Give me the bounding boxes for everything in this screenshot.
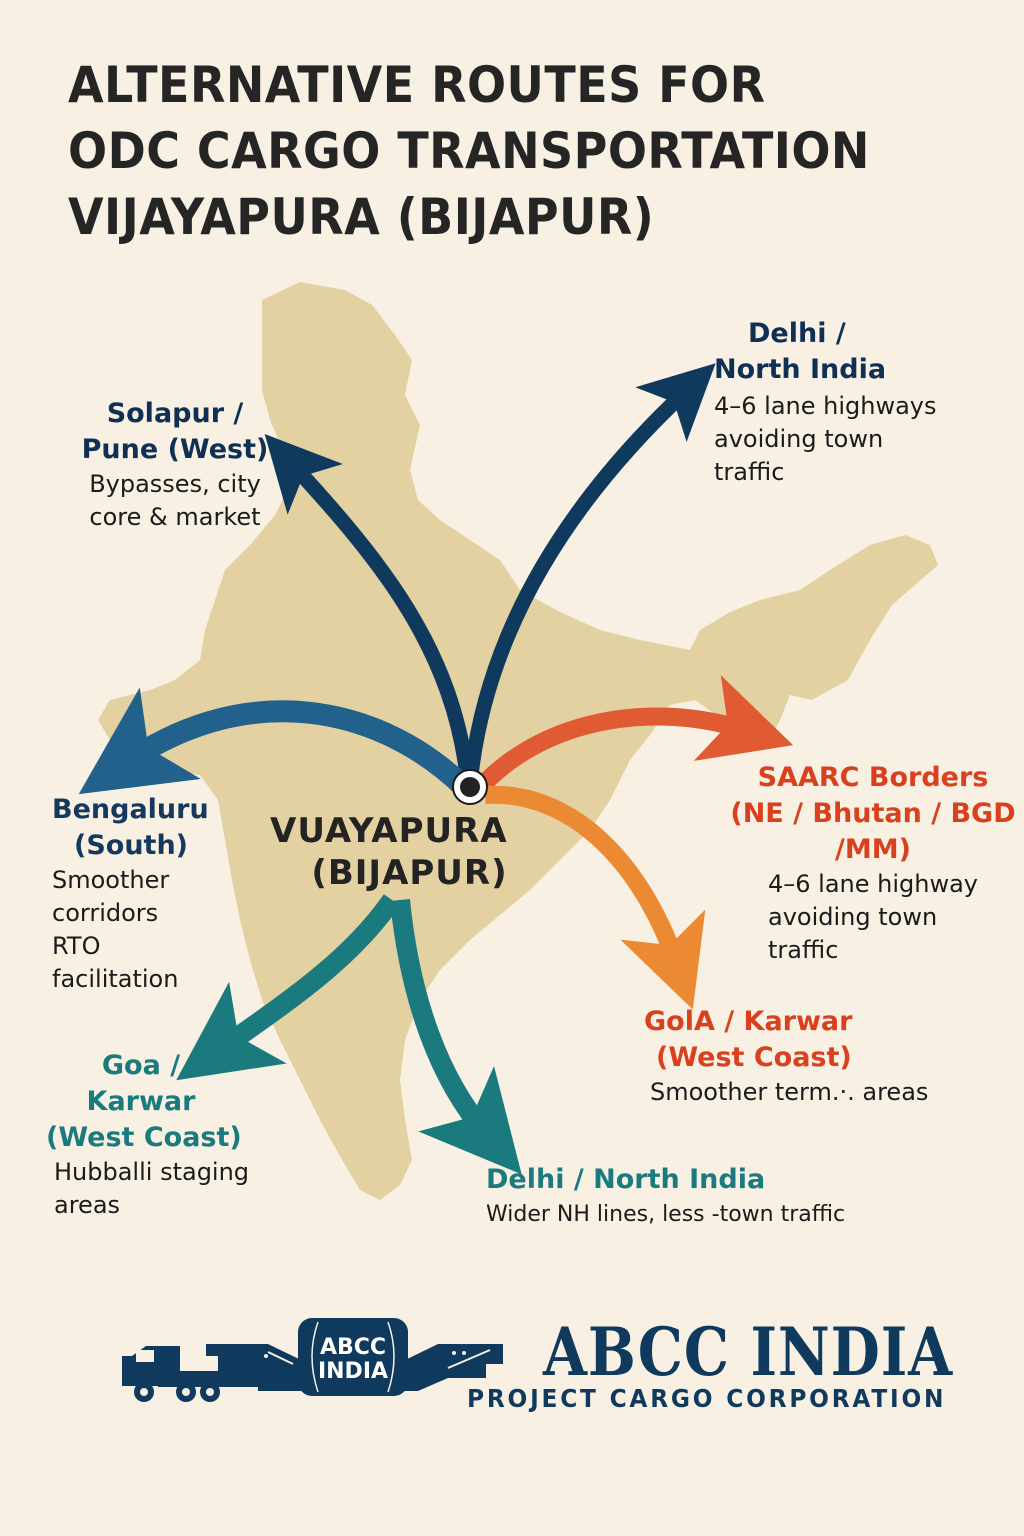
route-label-saarc: SAARC Borders (NE / Bhutan / BGD /MM) 4–…	[728, 760, 1018, 967]
route-desc: 4–6 lane highway	[768, 870, 979, 898]
route-title: North India	[714, 354, 887, 385]
route-desc: traffic	[714, 458, 785, 486]
title-line-3: VIJAYAPURA (BIJAPUR)	[68, 188, 655, 246]
route-title: Goa /	[101, 1050, 181, 1081]
hub-label: VUAYAPURA (BIJAPUR)	[270, 810, 508, 894]
title-line-1: ALTERNATIVE ROUTES FOR	[68, 56, 766, 114]
route-label-solapur-pune: Solapur / Pune (West) Bypasses, city cor…	[70, 396, 280, 534]
brand-name: ABCC INDIA	[543, 1313, 954, 1391]
route-title: SAARC Borders	[757, 762, 989, 793]
route-desc: Smoother	[52, 866, 170, 894]
route-arrow-solapur-pune	[264, 434, 476, 786]
route-title: (West Coast)	[656, 1042, 852, 1073]
route-label-delhi-north-bottom: Delhi / North India Wider NH lines, less…	[486, 1162, 845, 1231]
route-title: GolA / Karwar	[644, 1006, 853, 1037]
route-desc: avoiding town	[768, 903, 938, 931]
title-line-2: ODC CARGO TRANSPORTATION	[68, 122, 870, 180]
route-desc: areas	[54, 1191, 121, 1219]
route-title: Delhi /	[748, 318, 846, 349]
location-ring-icon	[452, 769, 488, 805]
route-arrow-goa-karwar	[176, 894, 401, 1081]
route-desc: Hubballi staging	[54, 1158, 250, 1186]
route-title: /MM)	[835, 834, 911, 865]
route-desc: corridors	[52, 899, 159, 927]
hub-name-line-1: VUAYAPURA	[270, 811, 508, 851]
route-desc: Smoother term.·. areas	[650, 1078, 929, 1106]
route-title: (NE / Bhutan / BGD	[730, 798, 1016, 829]
brand-tagline: PROJECT CARGO CORPORATION	[467, 1384, 947, 1413]
route-title: Solapur /	[106, 398, 244, 429]
heavy-haul-truck-icon: ABCC INDIA	[122, 1318, 503, 1402]
route-desc: traffic	[768, 936, 839, 964]
route-arrow-gola-karwar	[484, 785, 706, 1010]
route-arrow-delhi-north-bottom	[390, 899, 522, 1175]
route-title: Pune (West)	[81, 434, 269, 465]
route-title: (West Coast)	[46, 1122, 242, 1153]
route-title: Karwar	[86, 1086, 196, 1117]
route-desc: Wider NH lines, less -town traffic	[486, 1202, 846, 1227]
hub-name-line-2: (BIJAPUR)	[311, 853, 508, 893]
route-desc: Bypasses, city	[89, 470, 261, 498]
route-desc: facilitation	[52, 965, 179, 993]
route-arrow-saarc	[471, 675, 794, 797]
page-title: ALTERNATIVE ROUTES FOR ODC CARGO TRANSPO…	[68, 52, 870, 250]
route-title: (South)	[74, 830, 189, 861]
route-label-bengaluru: Bengaluru (South) Smoother corridors RTO…	[52, 792, 209, 996]
cargo-label-line-2: INDIA	[318, 1359, 388, 1384]
route-title: Bengaluru	[52, 794, 209, 825]
route-desc: core & market	[89, 503, 261, 531]
route-arrow-delhi-north-top	[462, 363, 716, 786]
india-route-map	[78, 282, 938, 1200]
route-arrow-bengaluru	[78, 687, 473, 796]
route-desc: avoiding town	[714, 425, 884, 453]
route-label-gola-karwar: GolA / Karwar (West Coast) Smoother term…	[644, 1004, 928, 1109]
route-label-goa-karwar: Goa / Karwar (West Coast) Hubballi stagi…	[46, 1048, 249, 1222]
route-desc: 4–6 lane highways	[714, 392, 937, 420]
cargo-label-line-1: ABCC	[320, 1335, 386, 1360]
route-title: Delhi / North India	[486, 1164, 766, 1195]
route-label-delhi-north-top: Delhi / North India 4–6 lane highways av…	[714, 316, 937, 489]
route-desc: RTO	[52, 932, 101, 960]
